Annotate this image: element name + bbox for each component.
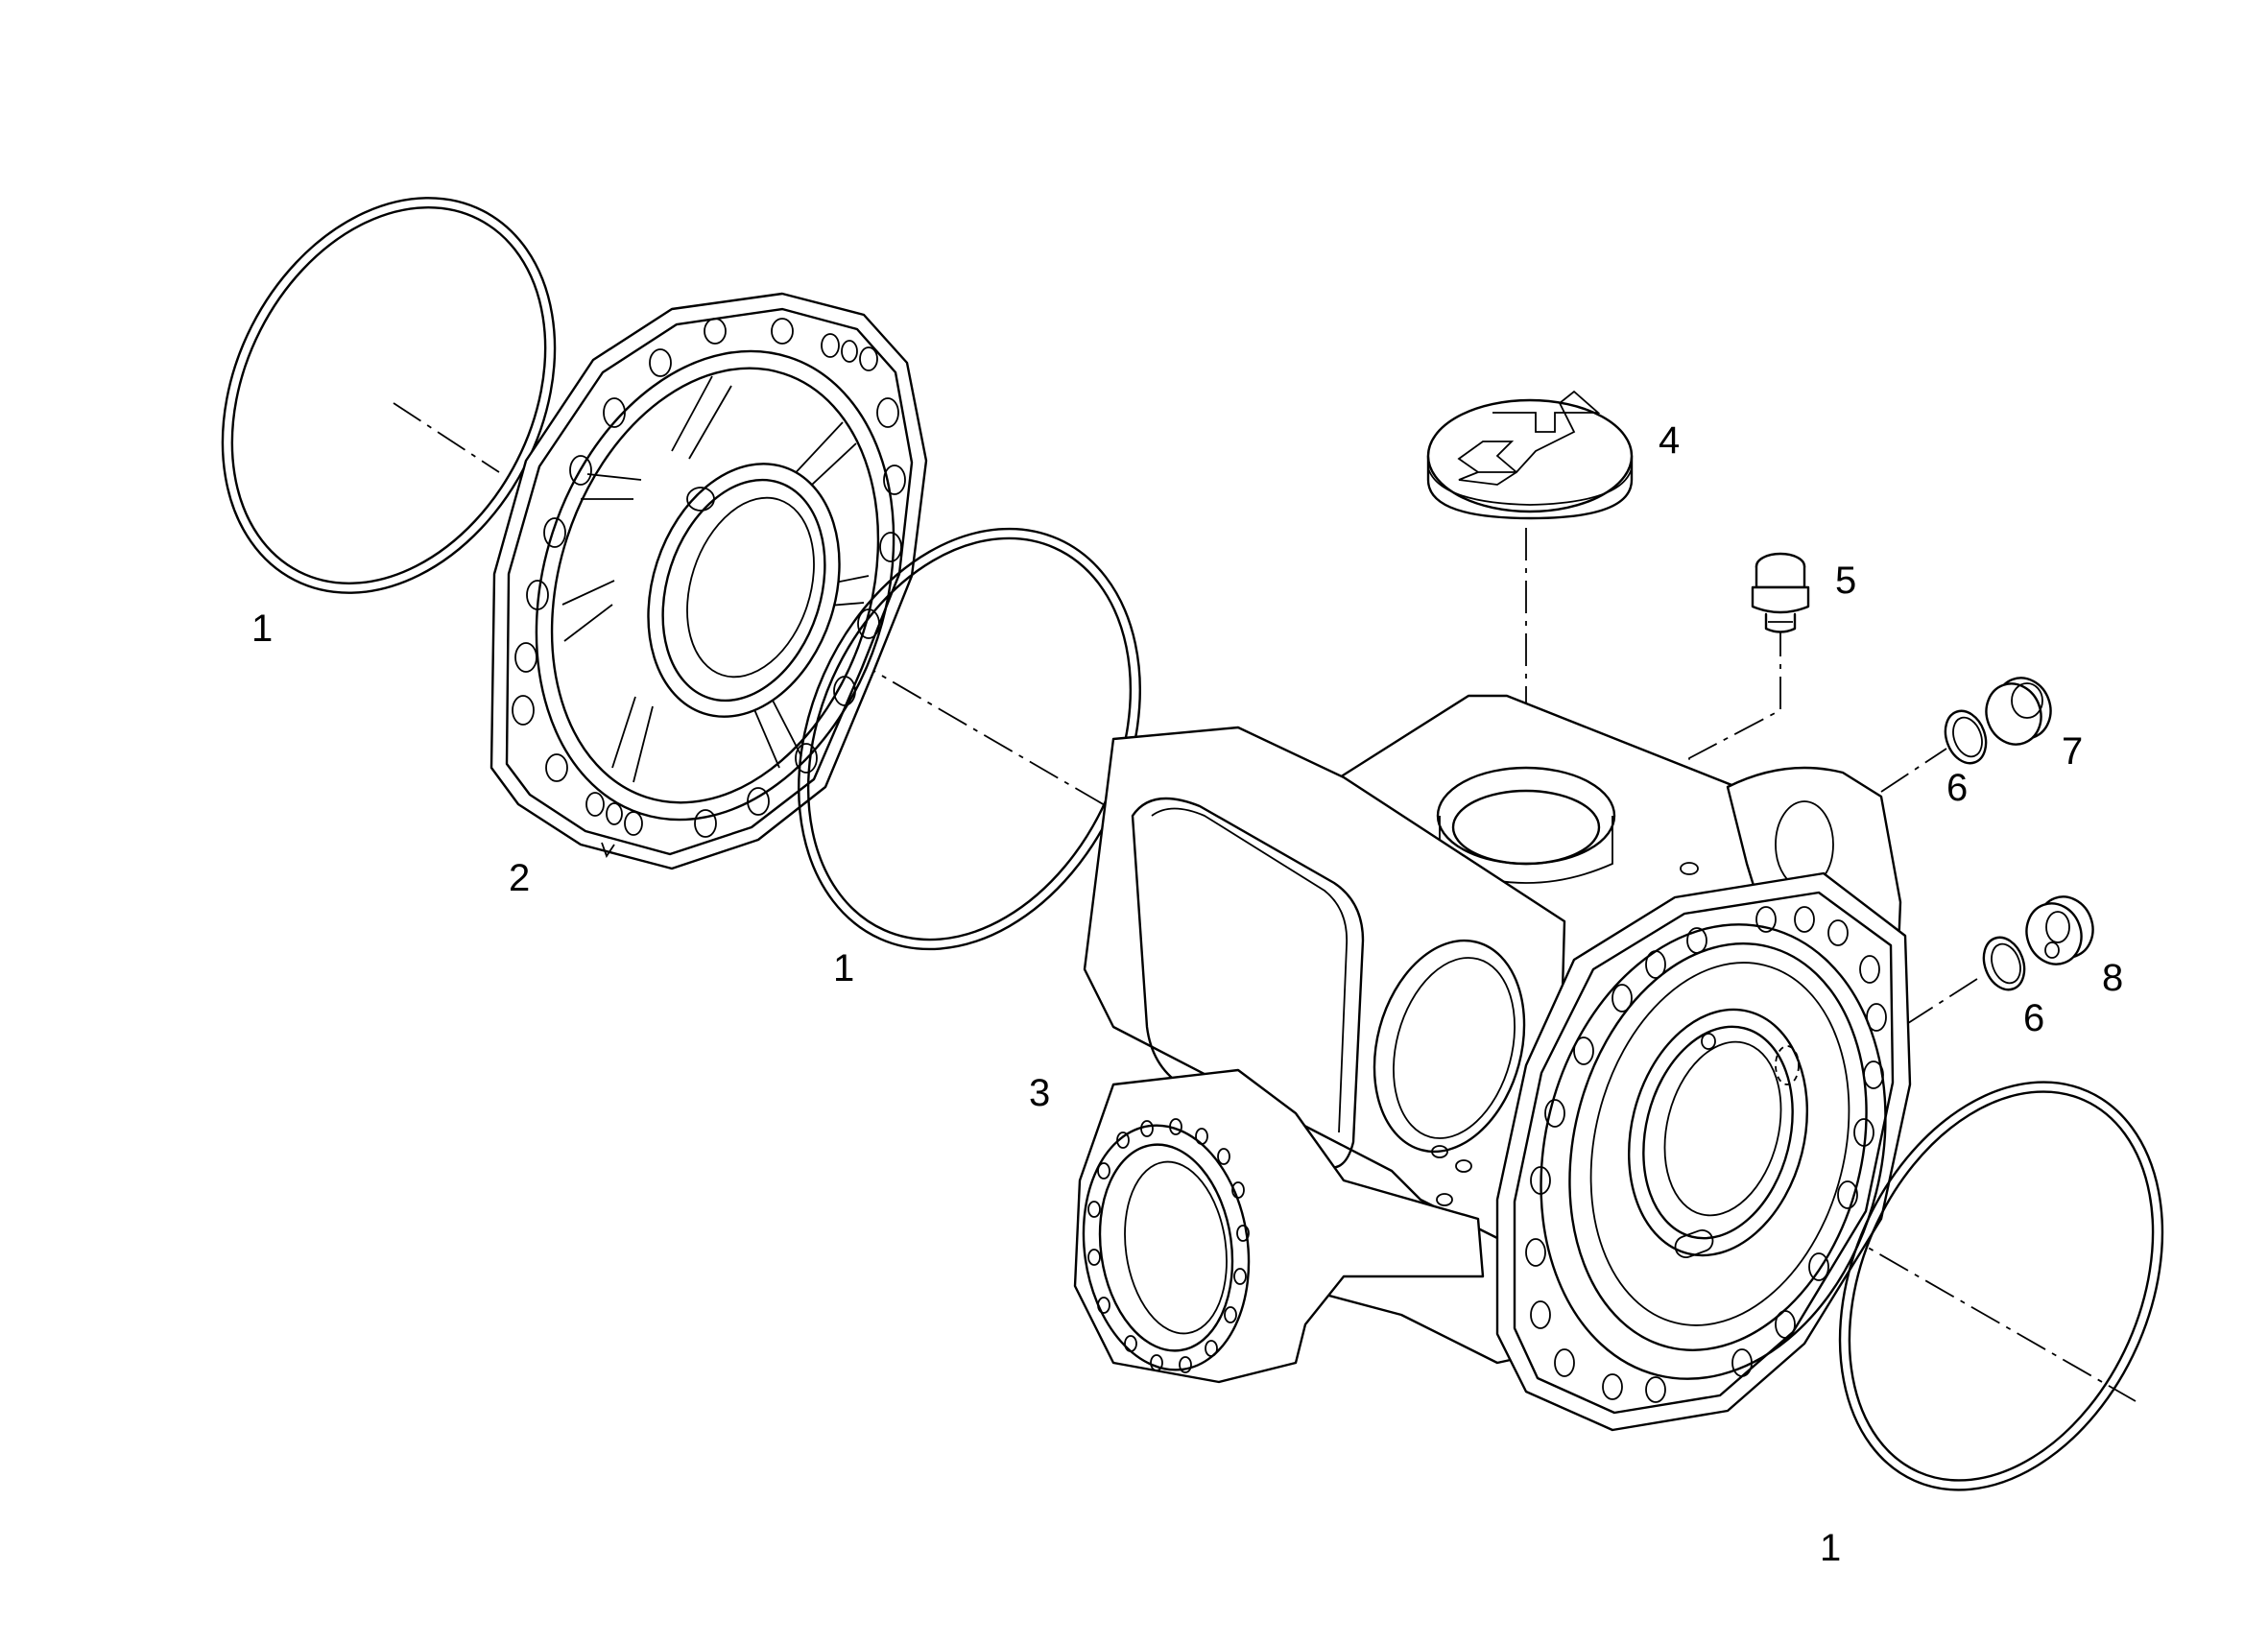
axle-housing-icon xyxy=(1073,694,1912,1432)
breather-valve-icon xyxy=(1751,552,1810,633)
callout-7: 7 xyxy=(2062,730,2083,773)
callout-labels: 1 2 1 3 4 5 6 7 6 8 1 xyxy=(251,419,2123,1569)
callout-8: 8 xyxy=(2102,957,2123,999)
screw-plug-icon xyxy=(1985,677,2052,746)
o-ring-icon xyxy=(1838,1081,2164,1491)
cover-bolt-holes xyxy=(512,318,906,838)
callout-1-bottom-right: 1 xyxy=(1820,1527,1841,1569)
callout-1-top-left: 1 xyxy=(251,608,273,650)
callout-5: 5 xyxy=(1835,560,1856,602)
bearing-cover-icon xyxy=(489,292,928,870)
callout-6-upper: 6 xyxy=(1946,767,1968,809)
callout-4: 4 xyxy=(1659,419,1680,462)
magnetic-screw-plug-icon xyxy=(2025,895,2094,965)
sealing-ring-icon xyxy=(1982,936,2026,991)
callout-3: 3 xyxy=(1029,1072,1050,1114)
stub-flange-bolt-holes xyxy=(1087,1118,1250,1373)
callout-6-lower: 6 xyxy=(2023,997,2044,1039)
sealing-ring-icon xyxy=(1944,709,1988,765)
cap-with-logo-icon xyxy=(1426,390,1634,520)
callout-2: 2 xyxy=(509,857,530,899)
h-logo-icon xyxy=(1457,390,1601,486)
callout-1-middle: 1 xyxy=(833,947,854,989)
